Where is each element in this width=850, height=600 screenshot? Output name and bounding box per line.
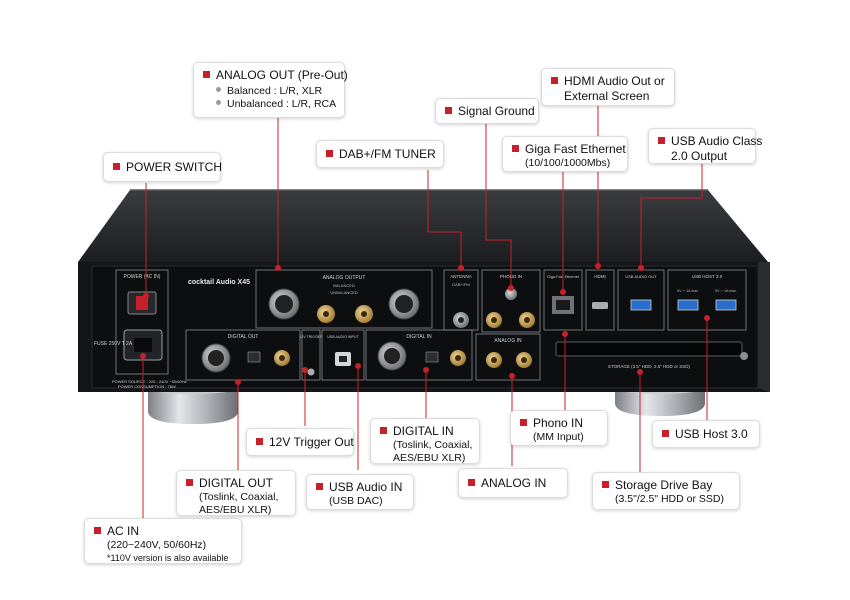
trigger-section: 12V TRIGGER (299, 329, 323, 381)
fuse-label: FUSE 250V T 2A (94, 341, 133, 347)
unbalanced-label: UNBALANCED (330, 290, 357, 295)
dot-icon (216, 100, 221, 105)
bullet-icon (602, 481, 609, 488)
callout-digital-in: DIGITAL IN (Toslink, Coaxial, AES/EBU XL… (370, 418, 480, 464)
callout-signal-ground: Signal Ground (435, 98, 539, 124)
power-section: POWER (AC IN) FUSE 250V T 2A POWER SOURC… (94, 269, 187, 389)
bullet-icon (380, 427, 387, 434)
digital-out-label: DIGITAL OUT (228, 334, 259, 340)
trigger-label: 12V TRIGGER (299, 335, 323, 339)
analog-in-label: ANALOG IN (494, 338, 522, 344)
callout-usb-host: USB Host 3.0 (652, 420, 760, 448)
power-consumption-label: POWER CONSUMPTION : 78W (118, 384, 176, 389)
bullet-icon (113, 163, 120, 170)
storage-section: STORAGE (3.5" HDD, 2.5" HDD or SSD) (555, 341, 748, 369)
bullet-icon (512, 145, 519, 152)
callout-usb-audio-in: USB Audio IN (USB DAC) (306, 474, 414, 510)
power-panel-label: POWER (AC IN) (124, 274, 161, 280)
usb-audio-out-label: USB AUDIO OUT (625, 274, 657, 279)
bullet-icon (256, 438, 263, 445)
signal-ground-terminal[interactable] (505, 288, 517, 300)
leader-dab-fm (427, 170, 462, 268)
hdmi-port[interactable] (592, 302, 608, 309)
bullet-icon (316, 483, 323, 490)
antenna-label: ANTENNA (450, 274, 472, 279)
digital-in-section: DIGITAL IN (365, 329, 473, 381)
brand-logo: cocktail Audio X45 (188, 279, 250, 286)
bullet-icon (326, 150, 333, 157)
callout-ac-in: AC IN (220~240V, 50/60Hz) *110V version … (84, 518, 242, 564)
toslink-out[interactable] (247, 351, 261, 363)
callout-dab-fm: DAB+/FM TUNER (316, 140, 444, 168)
usb-audio-input-section: USB AUDIO INPUT (321, 329, 365, 381)
balanced-label: BALANCED (333, 283, 355, 288)
bullet-icon (94, 527, 101, 534)
usb-host-speed-right: 5V ⎓ 1A max. (715, 289, 737, 293)
bullet-icon (203, 71, 210, 78)
power-source-label: POWER SOURCE : 220 - 240V ~50/60Hz (112, 379, 187, 384)
leader-usb-audio-out (640, 162, 703, 268)
storage-label: STORAGE (3.5" HDD, 2.5" HDD or SSD) (608, 364, 691, 369)
callout-analog-out: ANALOG OUT (Pre-Out) Balanced : L/R, XLR… (193, 62, 348, 118)
bullet-icon (186, 479, 193, 486)
usb-host-port-1[interactable] (677, 299, 699, 311)
hdmi-label: HDMI (594, 274, 606, 279)
analog-output-section: ANALOG OUTPUT BALANCED UNBALANCED (255, 269, 433, 329)
usb-host-speed-left: 5V ⎓ 1A max. (677, 289, 699, 293)
panel-screw (740, 352, 748, 360)
bullet-icon (662, 430, 669, 437)
analog-in-section: ANALOG IN (475, 333, 541, 381)
callout-digital-out: DIGITAL OUT (Toslink, Coaxial, AES/EBU X… (176, 470, 296, 516)
bullet-icon (551, 77, 558, 84)
dot-icon (216, 87, 221, 92)
bullet-icon (658, 137, 665, 144)
storage-bay-slot[interactable] (555, 341, 743, 357)
callout-trigger: 12V Trigger Out (246, 428, 354, 456)
callout-analog-in: ANALOG IN (458, 468, 568, 498)
leader-signal-ground (485, 120, 512, 288)
dab-fm-label: DAB+/FM (452, 282, 469, 287)
toslink-in[interactable] (425, 351, 439, 363)
analog-output-label: ANALOG OUTPUT (323, 275, 366, 281)
callout-storage: Storage Drive Bay (3.5"/2.5" HDD or SSD) (592, 472, 740, 510)
usb-host-port-2[interactable] (715, 299, 737, 311)
bullet-icon (520, 419, 527, 426)
power-switch-rocker[interactable] (136, 296, 148, 310)
leader-lines (140, 106, 710, 518)
usb-host-label: USB HOST 3.0 (692, 274, 723, 279)
hdmi-section: HDMI (585, 269, 615, 331)
callout-usb-audio-class: USB Audio Class 2.0 Output (648, 128, 762, 164)
callout-hdmi: HDMI Audio Out or External Screen (541, 68, 675, 106)
digital-in-label: DIGITAL IN (406, 334, 432, 340)
chassis (78, 189, 770, 392)
usb-audio-out-port[interactable] (630, 299, 652, 311)
bullet-icon (445, 107, 452, 114)
callout-phono-in: Phono IN (MM Input) (510, 410, 608, 446)
digital-out-section: DIGITAL OUT (185, 329, 301, 381)
usb-audio-input-label: USB AUDIO INPUT (327, 335, 359, 339)
callout-power-switch: POWER SWITCH (103, 152, 222, 182)
bullet-icon (468, 479, 475, 486)
callout-ethernet: Giga Fast Ethernet (10/100/1000Mbs) (502, 136, 628, 172)
trigger-jack[interactable] (307, 368, 315, 376)
